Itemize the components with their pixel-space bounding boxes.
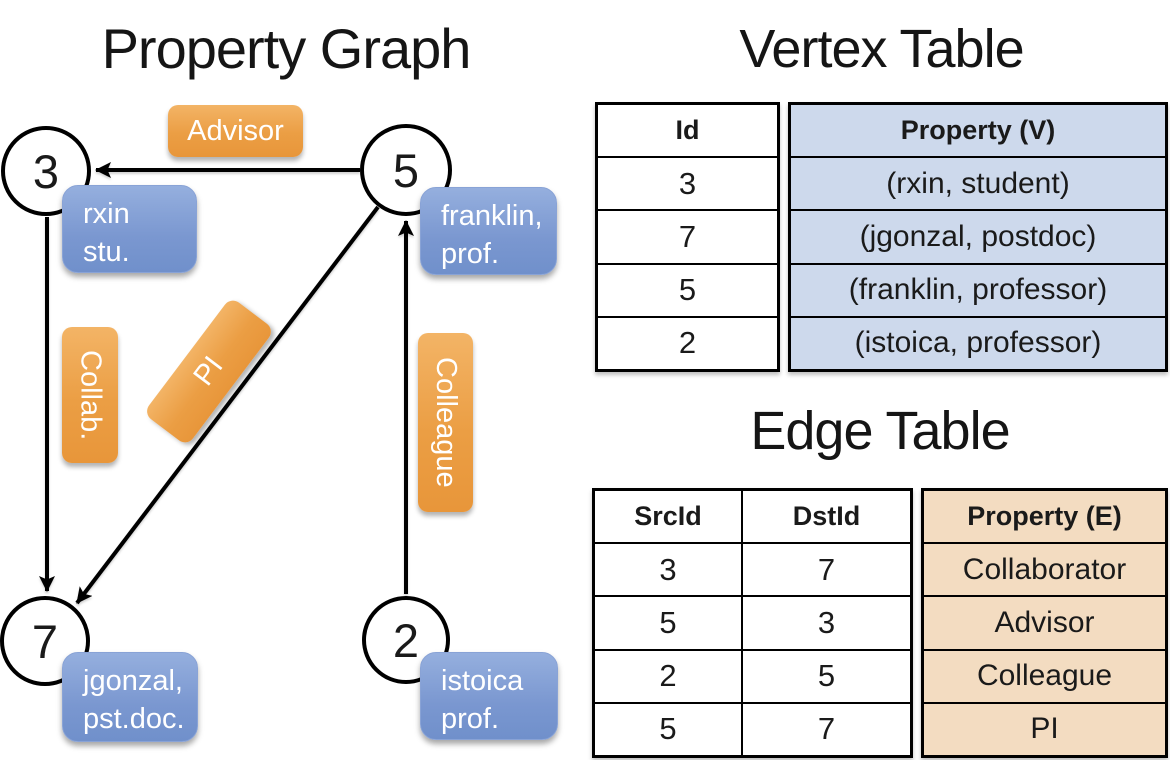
vertex-table-property-cell: (istoica, professor) xyxy=(791,315,1165,369)
edge-table-dstid-cell: 7 xyxy=(741,703,910,756)
vertex-table-id-header: Id xyxy=(675,115,700,146)
node-5-property-box: franklin, prof. xyxy=(420,187,557,275)
vertex-table-property-cell: (franklin, professor) xyxy=(791,262,1165,316)
node-2-prop-line1: istoica xyxy=(441,665,524,697)
edge-table-dstid-cell: 3 xyxy=(741,597,910,649)
edge-table-srcid-header: SrcId xyxy=(634,501,702,532)
edge-table-srcid-cell: 5 xyxy=(659,605,677,640)
edge-label-colleague: Colleague xyxy=(418,333,473,512)
edge-table-title: Edge Table xyxy=(750,401,1010,461)
node-2-property-box: istoica prof. xyxy=(420,652,558,740)
property-graph-title: Property Graph xyxy=(101,17,472,80)
edge-table-row: 5 7 xyxy=(595,701,910,756)
edge-table-row: 5 3 xyxy=(595,595,910,649)
edge-table-property-header: Property (E) xyxy=(967,501,1122,532)
node-5-circle: 5 xyxy=(360,124,452,216)
node-7-prop-line2: pst.doc. xyxy=(83,703,185,735)
node-5-prop-line1: franklin, xyxy=(441,200,543,232)
vertex-table-id-cell: 7 xyxy=(598,209,777,262)
edge-table-row: 2 5 xyxy=(595,648,910,702)
edge-table-property-cell: Advisor xyxy=(924,595,1165,648)
node-5-prop-line2: prof. xyxy=(441,238,500,270)
node-5-id: 5 xyxy=(392,143,420,197)
node-3-id: 3 xyxy=(32,144,60,198)
node-3-prop-line2: stu. xyxy=(83,236,130,268)
edge-table-header-row: SrcId DstId xyxy=(595,491,910,543)
edge-table-property-cell: Colleague xyxy=(924,648,1165,702)
vertex-table-id-column: Id 3 7 5 2 xyxy=(595,102,780,372)
edge-pi-5-to-7 xyxy=(75,205,380,605)
vertex-table-title: Vertex Table xyxy=(739,19,1024,79)
vertex-table-id-cell: 2 xyxy=(598,315,777,369)
vertex-table-property-header: Property (V) xyxy=(900,115,1056,146)
edge-table-dstid-cell: 7 xyxy=(741,544,910,596)
vertex-table-property-cell: (rxin, student) xyxy=(791,156,1165,209)
node-2-prop-line2: prof. xyxy=(441,703,500,735)
node-3-prop-line1: rxin xyxy=(83,198,130,230)
edge-label-collab: Collab. xyxy=(62,327,118,463)
vertex-table-property-column: Property (V) (rxin, student) (jgonzal, p… xyxy=(788,102,1168,372)
edge-table-srcid-cell: 3 xyxy=(659,551,677,587)
edge-table-src-dst-columns: SrcId DstId 3 7 5 3 2 5 5 7 xyxy=(592,488,913,758)
edge-table-row: 3 7 xyxy=(595,542,910,596)
node-7-property-box: jgonzal, pst.doc. xyxy=(62,652,198,742)
edge-table-property-cell: Collaborator xyxy=(924,542,1165,595)
node-2-id: 2 xyxy=(392,613,420,667)
edge-table-srcid-cell: 5 xyxy=(659,711,677,747)
node-7-prop-line1: jgonzal, xyxy=(83,665,183,697)
edge-table-dstid-cell: 5 xyxy=(741,650,910,702)
graph-edges xyxy=(39,162,414,605)
edge-table-property-column: Property (E) Collaborator Advisor Collea… xyxy=(921,488,1168,758)
node-3-property-box: rxin stu. xyxy=(62,185,197,273)
node-7-id: 7 xyxy=(31,614,59,668)
node-2-circle: 2 xyxy=(362,596,450,684)
edge-label-advisor: Advisor xyxy=(168,105,303,157)
vertex-table-id-cell: 5 xyxy=(598,262,777,316)
edge-table-srcid-cell: 2 xyxy=(659,658,677,694)
edge-table-property-cell: PI xyxy=(924,701,1165,755)
vertex-table-property-cell: (jgonzal, postdoc) xyxy=(791,209,1165,262)
edge-table-dstid-header: DstId xyxy=(741,491,910,543)
vertex-table-id-cell: 3 xyxy=(598,156,777,209)
